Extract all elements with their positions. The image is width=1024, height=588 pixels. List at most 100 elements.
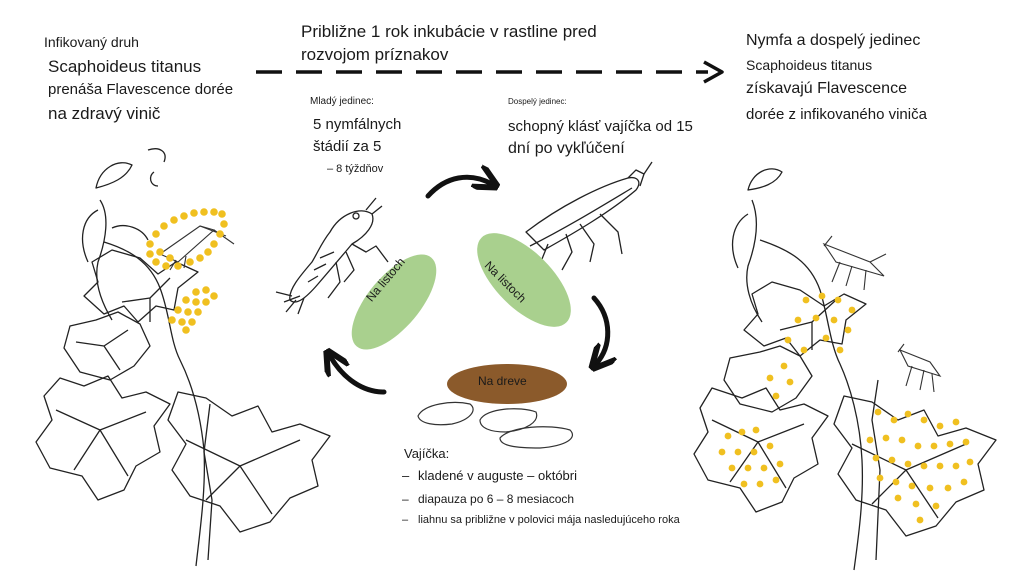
stage-ellipse-leaves-2 [477, 233, 571, 327]
eggs-item-2: – diapauza po 6 – 8 mesiacoch [402, 492, 574, 506]
egg-dot [178, 318, 186, 326]
egg-dot [926, 484, 934, 492]
adult-line1: schopný klásť vajíčka od 15 [508, 118, 693, 135]
leafhopper-right-bottom-drawing [897, 343, 942, 393]
egg-dot [216, 230, 224, 238]
egg-dot [760, 464, 768, 472]
egg-dot [800, 346, 808, 354]
dashed-arrow [256, 60, 724, 84]
egg-dot [184, 308, 192, 316]
egg-dot [174, 306, 182, 314]
egg-dot [904, 410, 912, 418]
egg-dot [960, 478, 968, 486]
egg-dot [740, 480, 748, 488]
egg-dot [952, 418, 960, 426]
egg-dot [780, 362, 788, 370]
egg-dot [160, 222, 168, 230]
egg-dot [936, 462, 944, 470]
egg-dot [904, 460, 912, 468]
egg-dots-left [146, 208, 228, 334]
egg-dot [822, 334, 830, 342]
egg-dot [802, 296, 810, 304]
eggs-item-1-text: kladené v auguste – októbri [418, 468, 577, 483]
egg-dot [192, 288, 200, 296]
egg-dot [930, 442, 938, 450]
egg-dot [776, 460, 784, 468]
egg-dot [744, 464, 752, 472]
egg-dot [724, 432, 732, 440]
egg-dot [168, 316, 176, 324]
egg-dot [872, 454, 880, 462]
cycle-arrows [330, 177, 608, 395]
egg-dot [192, 298, 200, 306]
egg-dot [876, 474, 884, 482]
young-line1: 5 nymfálnych [313, 116, 402, 133]
stage-ellipse-leaves-1 [351, 254, 437, 350]
egg-dot [916, 516, 924, 524]
eggs-item-3: – liahnu sa približne v polovici mája na… [402, 514, 680, 526]
egg-dot [892, 478, 900, 486]
bullet-dash: – [402, 514, 409, 526]
egg-dot [894, 494, 902, 502]
egg-dot [772, 476, 780, 484]
egg-dot [766, 374, 774, 382]
egg-dot [738, 428, 746, 436]
egg-dot [936, 422, 944, 430]
egg-dot [728, 464, 736, 472]
left-caption: Infikovaný druh [44, 34, 139, 50]
egg-dot [170, 216, 178, 224]
egg-dot [866, 436, 874, 444]
egg-dot [890, 416, 898, 424]
young-line3: – 8 týždňov [327, 163, 384, 175]
egg-drawing [417, 401, 573, 449]
bullet-dash: – [402, 492, 409, 506]
egg-dot [772, 392, 780, 400]
left-transmits: prenáša Flavescence dorée [48, 81, 234, 98]
egg-dot [194, 308, 202, 316]
egg-dot [734, 448, 742, 456]
eggs-item-3-text: liahnu sa približne v polovici mája nasl… [418, 514, 680, 526]
egg-dot [794, 316, 802, 324]
top-incubation-line2: rozvojom príznakov [301, 45, 449, 64]
egg-dot [202, 286, 210, 294]
left-species: Scaphoideus titanus [48, 57, 202, 76]
egg-dot [204, 248, 212, 256]
egg-dot [834, 296, 842, 304]
adult-caption: Dospelý jedinec: [508, 97, 567, 106]
eggs-title: Vajíčka: [404, 446, 450, 461]
egg-dot [182, 326, 190, 334]
right-line3: získavajú Flavescence [746, 80, 907, 97]
egg-dot [844, 326, 852, 334]
eggs-item-1: – kladené v auguste – októbri [402, 468, 577, 483]
right-line2: Scaphoideus titanus [746, 57, 873, 73]
grapevine-left-drawing [35, 148, 331, 567]
egg-dot [882, 434, 890, 442]
egg-dot [756, 480, 764, 488]
right-line4: dorée z infikovaného viniča [746, 106, 927, 123]
egg-dot [196, 254, 204, 262]
leafhopper-adult-drawing [525, 161, 653, 271]
egg-dot [210, 292, 218, 300]
egg-dot [220, 220, 228, 228]
egg-dot [888, 456, 896, 464]
egg-dot [174, 262, 182, 270]
egg-dot [188, 318, 196, 326]
egg-dot [932, 502, 940, 510]
bullet-dash: – [402, 468, 410, 483]
eggs-item-2-text: diapauza po 6 – 8 mesiacoch [418, 492, 575, 506]
grapevine-right-drawing [693, 168, 997, 571]
egg-dot [166, 254, 174, 262]
egg-dot [786, 378, 794, 386]
egg-dot [152, 230, 160, 238]
egg-dot [836, 346, 844, 354]
egg-dot [152, 258, 160, 266]
adult-line2: dní po vykľúčení [508, 140, 625, 157]
young-line2: štádií za 5 [313, 138, 382, 155]
egg-dot [848, 306, 856, 314]
egg-dot [920, 462, 928, 470]
stage-ellipse-wood [447, 364, 567, 404]
leafhopper-nymph-drawing [275, 197, 389, 315]
egg-dot [908, 482, 916, 490]
egg-dot [966, 458, 974, 466]
